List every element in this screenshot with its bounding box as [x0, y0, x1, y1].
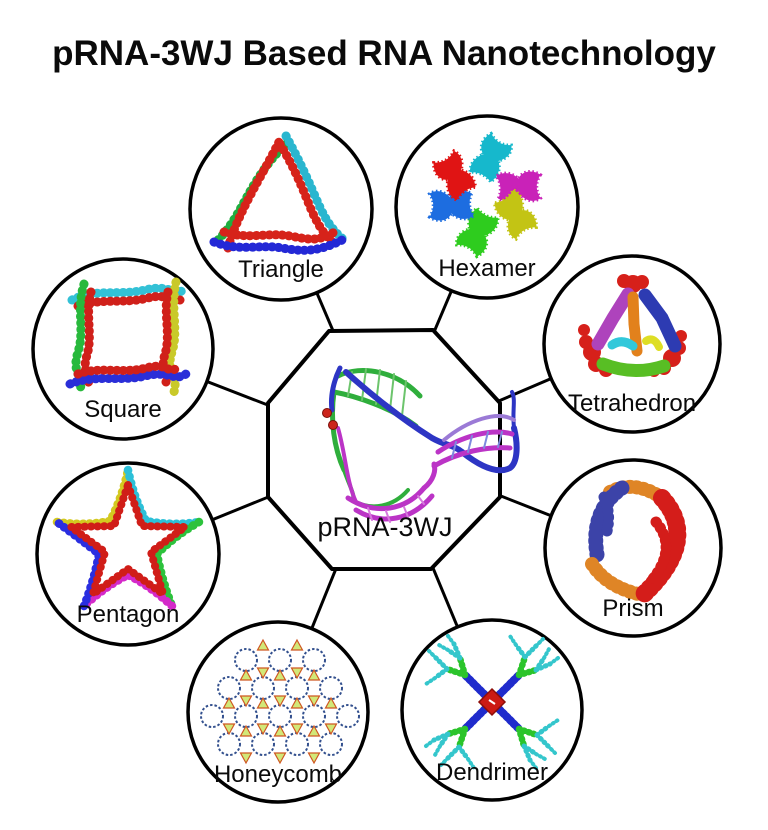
honeycomb-circle [186, 620, 370, 804]
red-atom [322, 408, 332, 418]
node-triangle: Triangle [188, 116, 374, 302]
node-square: Square [31, 257, 215, 441]
red-atom [328, 420, 338, 430]
node-hexamer: Hexamer [394, 114, 580, 300]
tetrahedron-molecule [578, 274, 687, 377]
figure-title: pRNA-3WJ Based RNA Nanotechnology [52, 34, 716, 73]
hexamer-label: Hexamer [438, 255, 535, 282]
tetrahedron-label: Tetrahedron [568, 390, 696, 417]
dendrimer-label: Dendrimer [436, 759, 548, 786]
square-molecule [65, 277, 191, 397]
node-pentagon: Pentagon [35, 461, 221, 647]
dendrimer-molecule [426, 636, 558, 768]
pentagon-molecule [52, 465, 204, 611]
node-honeycomb: Honeycomb [186, 620, 370, 804]
node-prism: Prism [543, 458, 723, 638]
central-octagon [266, 328, 502, 571]
honeycomb-label: Honeycomb [214, 761, 342, 788]
triangle-molecule [209, 131, 351, 255]
prna-3wj-molecule [322, 365, 520, 523]
node-tetrahedron: Tetrahedron [542, 254, 722, 434]
prism-label: Prism [602, 595, 663, 622]
square-label: Square [84, 396, 161, 423]
center-label: pRNA-3WJ [317, 512, 452, 542]
pentagon-label: Pentagon [77, 601, 180, 628]
hexamer-circle [394, 114, 580, 300]
triangle-label: Triangle [238, 256, 324, 283]
prism-molecule [585, 479, 687, 603]
triangle-circle [188, 116, 374, 302]
honeycomb-molecule [200, 639, 360, 764]
node-dendrimer: Dendrimer [400, 618, 584, 802]
